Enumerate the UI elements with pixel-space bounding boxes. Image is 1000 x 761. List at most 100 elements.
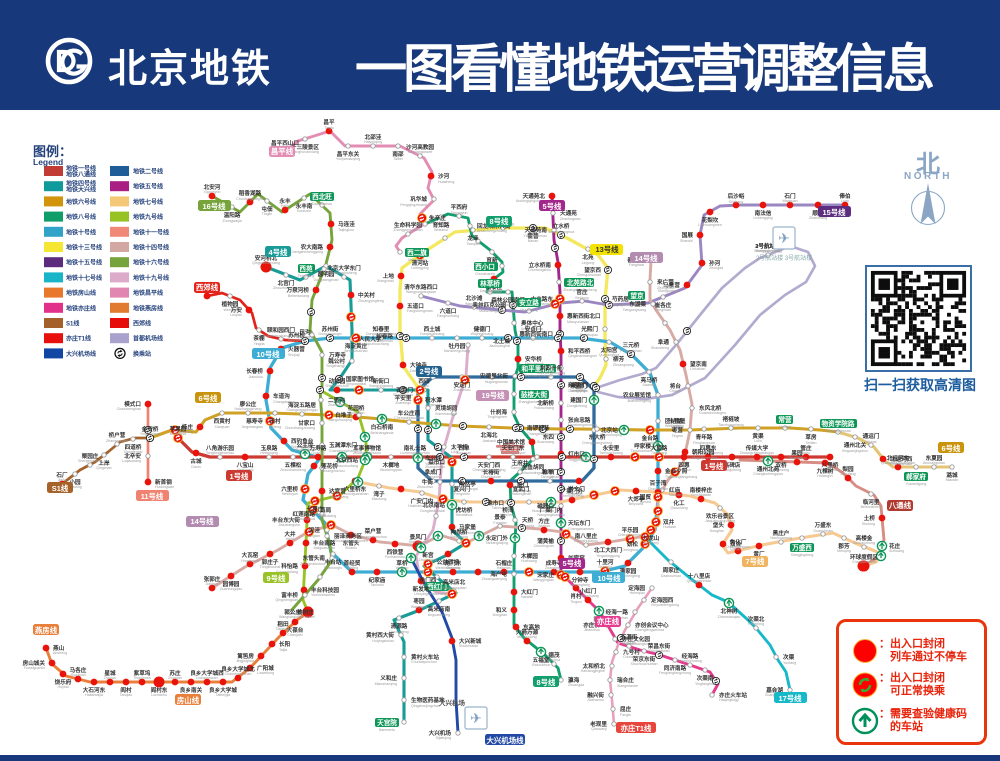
svg-text:九龙山: 九龙山 <box>642 534 660 542</box>
svg-text:Huxiwang: Huxiwang <box>521 559 537 563</box>
svg-text:万源街: 万源街 <box>620 633 638 641</box>
svg-text:Xinyuanfengdong: Xinyuanfengdong <box>651 603 679 607</box>
svg-text:Zhuangchengxiangqu: Zhuangchengxiangqu <box>740 451 775 455</box>
svg-text:Sigongyun: Sigongyun <box>451 211 468 215</box>
svg-text:8号线: 8号线 <box>490 217 510 226</box>
svg-text:Xinchaochunfang: Xinchaochunfang <box>330 464 358 468</box>
svg-text:Zhoufang: Zhoufang <box>840 472 855 476</box>
svg-text:瑞合庄: 瑞合庄 <box>617 676 634 684</box>
svg-text:新宫: 新宫 <box>422 551 434 559</box>
svg-text:Tanfangdajing: Tanfangdajing <box>486 541 508 545</box>
svg-text:Weitianmiao: Weitianmiao <box>373 339 393 343</box>
svg-text:车公庄: 车公庄 <box>425 454 442 462</box>
svg-text:Xiangfengsi: Xiangfengsi <box>124 450 143 454</box>
svg-text:Jingjinghua: Jingjinghua <box>236 659 254 663</box>
svg-text:东湖渠: 东湖渠 <box>629 300 646 308</box>
svg-text:Lintingying: Lintingying <box>411 266 428 270</box>
svg-text:地铁房山线: 地铁房山线 <box>66 289 96 297</box>
svg-text:Shufuhutian: Shufuhutian <box>459 644 478 648</box>
svg-text:望京: 望京 <box>630 291 644 300</box>
svg-text:Xindawang: Xindawang <box>450 535 468 539</box>
svg-text:高碑店: 高碑店 <box>724 461 741 469</box>
svg-text:Taibeijijia: Taibeijijia <box>216 693 231 697</box>
svg-text:Weijingfang: Weijingfang <box>665 424 684 428</box>
svg-text:木樨地: 木樨地 <box>382 461 400 469</box>
svg-text:Shandong: Shandong <box>773 468 789 472</box>
svg-text:生物医药基地: 生物医药基地 <box>411 696 445 704</box>
svg-text:Zhoushuqing: Zhoushuqing <box>601 433 622 437</box>
svg-text:Lihuying: Lihuying <box>414 592 427 596</box>
svg-text:大兴机场线: 大兴机场线 <box>66 350 96 358</box>
svg-text:安贞门: 安贞门 <box>525 325 542 333</box>
svg-text:Guanmiaoshanzhuang: Guanmiaoshanzhuang <box>263 334 299 338</box>
svg-text:Liluji: Liluji <box>451 450 458 454</box>
svg-text:垡头: 垡头 <box>713 521 725 529</box>
svg-text:霍营: 霍营 <box>527 232 539 240</box>
svg-text:北运河西: 北运河西 <box>890 455 913 463</box>
svg-text:良乡南关: 良乡南关 <box>180 686 203 694</box>
svg-text:S1线: S1线 <box>52 484 69 493</box>
svg-text:大兴机场线: 大兴机场线 <box>487 736 525 745</box>
svg-text:南法信: 南法信 <box>755 209 772 217</box>
svg-text:Zhuangqing: Zhuangqing <box>788 456 807 460</box>
svg-text:Miaohutingwu: Miaohutingwu <box>522 471 544 475</box>
svg-text:德茂: 德茂 <box>548 651 560 659</box>
svg-text:农大南路: 农大南路 <box>300 243 324 251</box>
svg-text:十三陵景区: 十三陵景区 <box>291 143 319 151</box>
svg-text:植物园: 植物园 <box>221 300 239 308</box>
svg-text:Xianmiaoqiao: Xianmiaoqiao <box>435 412 457 416</box>
svg-text:Dongtian: Dongtian <box>493 613 507 617</box>
svg-text:Xiangchunqing: Xiangchunqing <box>328 418 352 422</box>
svg-text:崔各庄: 崔各庄 <box>655 301 672 309</box>
svg-text:景泰: 景泰 <box>493 513 506 521</box>
svg-text:奥体中心: 奥体中心 <box>521 319 544 327</box>
svg-text:Haizhanchunqiao: Haizhanchunqiao <box>408 504 436 508</box>
svg-text:牡丹园: 牡丹园 <box>449 342 466 350</box>
svg-text:Antaichengzhuang: Antaichengzhuang <box>477 229 507 233</box>
svg-text:地铁燕房线: 地铁燕房线 <box>133 304 163 312</box>
svg-text:六道口: 六道口 <box>440 307 457 315</box>
svg-text:欢乐谷景区: 欢乐谷景区 <box>705 512 734 520</box>
svg-text:Fanghuchang: Fanghuchang <box>437 314 459 318</box>
svg-text:光熙门: 光熙门 <box>580 325 598 333</box>
svg-text:南锣鼓巷: 南锣鼓巷 <box>527 424 550 432</box>
svg-text:Chunhuwei: Chunhuwei <box>297 615 315 619</box>
svg-text:地铁亦庄线: 地铁亦庄线 <box>66 304 96 312</box>
svg-text:五棵松: 五棵松 <box>285 461 302 469</box>
svg-text:公益西桥: 公益西桥 <box>437 558 460 566</box>
svg-text:小园: 小园 <box>69 478 81 486</box>
svg-text:苏州桥: 苏州桥 <box>288 331 305 339</box>
svg-text:永丰: 永丰 <box>279 197 291 205</box>
svg-text:Waitongshan: Waitongshan <box>511 492 532 496</box>
svg-text:融兴街: 融兴街 <box>587 691 604 699</box>
svg-text:褡裢坡: 褡裢坡 <box>723 415 740 423</box>
svg-text:14号线: 14号线 <box>634 254 658 263</box>
svg-text:地铁大兴线: 地铁大兴线 <box>66 186 96 194</box>
svg-text:S1线: S1线 <box>66 320 79 328</box>
svg-text:红庙: 红庙 <box>669 486 681 494</box>
svg-text:Changtongzhangshu: Changtongzhangshu <box>329 449 362 453</box>
svg-text:Yingchaoshitian: Yingchaoshitian <box>692 456 717 460</box>
svg-text:森林公园南门: 森林公园南门 <box>491 296 525 304</box>
svg-text:火器营: 火器营 <box>288 345 305 353</box>
svg-text:知春路: 知春路 <box>376 332 393 340</box>
svg-text:西直门: 西直门 <box>396 386 413 394</box>
svg-text:西土城: 西土城 <box>424 325 441 333</box>
svg-text:Jiazhanwu: Jiazhanwu <box>587 698 604 702</box>
svg-text:Chunxiguanshan: Chunxiguanshan <box>342 492 369 496</box>
svg-text:北土城: 北土城 <box>493 337 510 345</box>
svg-text:朱辛庄: 朱辛庄 <box>429 214 446 222</box>
svg-text:金鱼胡同: 金鱼胡同 <box>521 463 545 471</box>
svg-text:Tongzhangji: Tongzhangji <box>326 364 345 368</box>
svg-text:双井: 双井 <box>663 518 675 526</box>
svg-text:公主坟: 公主坟 <box>297 441 314 449</box>
svg-text:雍和宫: 雍和宫 <box>568 381 585 389</box>
svg-text:大兴机场: 大兴机场 <box>439 698 466 707</box>
svg-text:Xiangjingdong: Xiangjingdong <box>791 553 814 557</box>
svg-text:Yunhumiaoshu: Yunhumiaoshu <box>311 593 335 597</box>
svg-text:Zhoukouli: Zhoukouli <box>70 673 86 677</box>
svg-text:天坛东门: 天坛东门 <box>568 519 591 527</box>
svg-text:Fengfangwan: Fengfangwan <box>693 441 715 445</box>
svg-text:Lulin: Lulin <box>754 439 762 443</box>
svg-text:东夏园: 东夏园 <box>926 454 943 462</box>
